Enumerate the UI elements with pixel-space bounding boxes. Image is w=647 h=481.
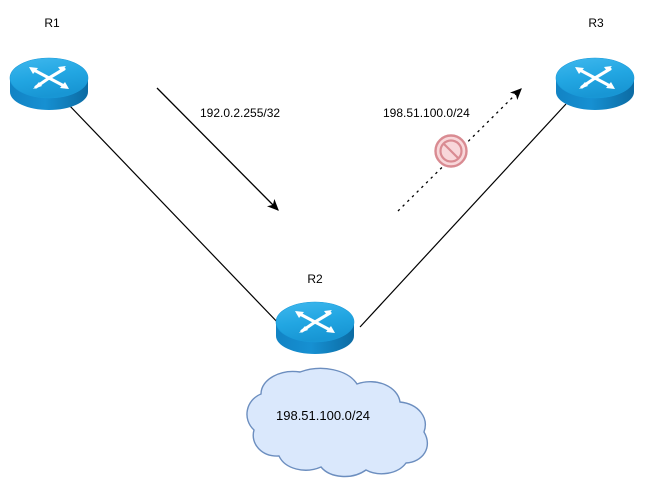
router-r3[interactable] bbox=[554, 48, 636, 112]
network-cloud-shape bbox=[246, 367, 429, 478]
annotation-label-192-0-2-255: 192.0.2.255/32 bbox=[200, 106, 281, 120]
annotation-label-198-51-100-0: 198.51.100.0/24 bbox=[383, 106, 470, 120]
link-r1-r2 bbox=[67, 103, 283, 328]
router-r2[interactable] bbox=[274, 292, 356, 356]
router-r1[interactable] bbox=[8, 48, 90, 112]
router-label-r2: R2 bbox=[307, 272, 323, 286]
annotation-arrow-192-0-2-255 bbox=[156, 87, 279, 211]
router-icon bbox=[555, 57, 635, 110]
router-icon bbox=[9, 57, 89, 110]
router-label-r1: R1 bbox=[44, 16, 60, 30]
router-icon bbox=[275, 301, 355, 354]
network-cloud-label: 198.51.100.0/24 bbox=[276, 408, 370, 423]
link-r2-r3 bbox=[359, 103, 567, 328]
router-label-r3: R3 bbox=[588, 16, 604, 30]
prohibition-icon bbox=[434, 134, 468, 168]
